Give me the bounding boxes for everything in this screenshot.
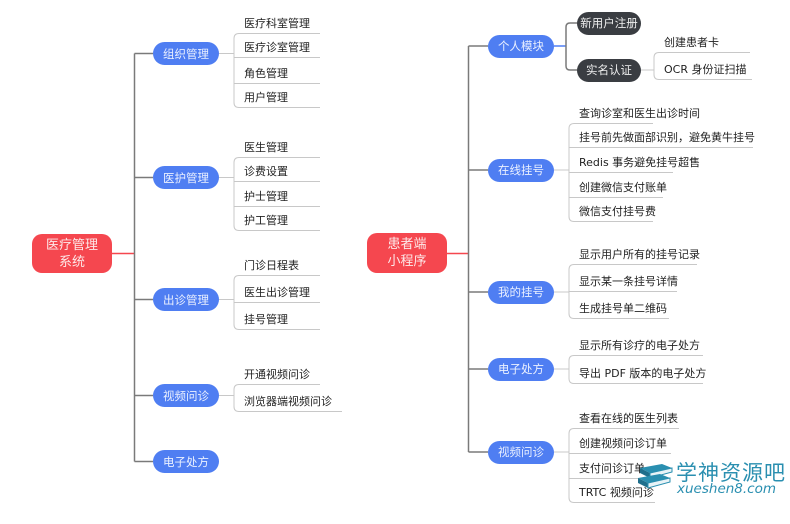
- leaf-item[interactable]: Redis 事务避免挂号超售: [579, 156, 701, 169]
- leaf-item[interactable]: 护工管理: [244, 214, 288, 227]
- leaf-item[interactable]: 角色管理: [244, 67, 288, 80]
- branch-node-label: 个人模块: [498, 39, 544, 53]
- branch-node[interactable]: 视频问诊: [153, 384, 219, 407]
- root-node[interactable]: 患者端小程序: [367, 233, 447, 273]
- sub-node[interactable]: 实名认证: [577, 58, 641, 82]
- watermark-subtitle: xueshen8.com: [677, 481, 777, 497]
- leaf-bracket: [233, 33, 320, 108]
- leaf-item[interactable]: TRTC 视频问诊: [579, 486, 654, 499]
- branch-node[interactable]: 组织管理: [153, 42, 219, 65]
- leaf-bracket: [233, 157, 320, 231]
- leaf-item[interactable]: 查询诊室和医生出诊时间: [579, 107, 700, 120]
- leaf-item[interactable]: 显示所有诊疗的电子处方: [579, 339, 700, 352]
- branch-node-label: 我的挂号: [498, 285, 544, 299]
- leaf-item[interactable]: 显示用户所有的挂号记录: [579, 248, 700, 261]
- watermark-title: 学神资源吧: [676, 461, 786, 485]
- leaf-item[interactable]: 创建微信支付账单: [579, 181, 667, 194]
- leaf-item[interactable]: OCR 身份证扫描: [664, 63, 747, 76]
- branch-node-label: 电子处方: [163, 454, 209, 469]
- leaf-bracket: [233, 384, 342, 412]
- leaf-item[interactable]: 微信支付挂号费: [579, 205, 656, 218]
- branch-node[interactable]: 视频问诊: [488, 440, 554, 464]
- leaf-item[interactable]: 显示某一条挂号详情: [579, 275, 678, 288]
- leaf-item[interactable]: 支付问诊订单: [579, 462, 645, 475]
- branch-node-label: 组织管理: [163, 46, 209, 61]
- root-node-line: 系统: [58, 254, 85, 270]
- leaf-item[interactable]: 生成挂号单二维码: [579, 302, 667, 315]
- branch-node[interactable]: 在线挂号: [488, 158, 554, 182]
- leaf-item[interactable]: 医疗诊室管理: [244, 41, 310, 54]
- leaf-item[interactable]: 门诊日程表: [244, 259, 299, 272]
- branch-node[interactable]: 电子处方: [488, 357, 554, 381]
- leaf-item[interactable]: 开通视频问诊: [244, 368, 310, 381]
- branch-node-label: 在线挂号: [498, 163, 544, 177]
- branch-node[interactable]: 我的挂号: [488, 280, 554, 304]
- branch-node[interactable]: 医护管理: [153, 166, 219, 189]
- branch-node-label: 出诊管理: [163, 292, 209, 307]
- leaf-bracket: [568, 428, 679, 503]
- branch-node-label: 视频问诊: [498, 445, 544, 459]
- leaf-item[interactable]: 创建患者卡: [664, 36, 719, 49]
- leaf-item[interactable]: 医疗科室管理: [244, 17, 310, 30]
- leaf-item[interactable]: 查看在线的医生列表: [579, 412, 678, 425]
- branch-node[interactable]: 个人模块: [488, 34, 554, 58]
- leaf-item[interactable]: 浏览器端视频问诊: [244, 395, 332, 408]
- leaf-item[interactable]: 医生出诊管理: [244, 286, 310, 299]
- root-node-line: 患者端: [387, 237, 427, 252]
- branch-node[interactable]: 出诊管理: [153, 288, 219, 311]
- sub-node-label: 实名认证: [586, 63, 632, 77]
- leaf-item[interactable]: 护士管理: [244, 190, 288, 203]
- branch-node-label: 电子处方: [498, 362, 544, 376]
- subnode-fork: [565, 22, 577, 71]
- root-node-line: 医疗管理: [45, 237, 98, 253]
- root-node-line: 小程序: [387, 254, 427, 269]
- root-node[interactable]: 医疗管理系统: [32, 234, 112, 273]
- leaf-bracket: [653, 52, 752, 80]
- leaf-bracket: [568, 355, 703, 384]
- branch-node-label: 医护管理: [163, 170, 209, 185]
- leaf-item[interactable]: 挂号前先做面部识别，避免黄牛挂号: [579, 131, 755, 144]
- leaf-item[interactable]: 导出 PDF 版本的电子处方: [579, 367, 707, 380]
- leaf-item[interactable]: 医生管理: [244, 141, 288, 154]
- branch-node[interactable]: 电子处方: [153, 450, 219, 473]
- branch-node-label: 视频问诊: [163, 388, 209, 403]
- leaf-item[interactable]: 用户管理: [244, 91, 288, 104]
- leaf-item[interactable]: 挂号管理: [244, 313, 288, 326]
- books-icon: [638, 464, 673, 489]
- sub-node[interactable]: 新用户注册: [577, 11, 641, 35]
- leaf-item[interactable]: 创建视频问诊订单: [579, 437, 667, 450]
- leaf-item[interactable]: 诊费设置: [244, 165, 288, 178]
- sub-node-label: 新用户注册: [580, 16, 638, 30]
